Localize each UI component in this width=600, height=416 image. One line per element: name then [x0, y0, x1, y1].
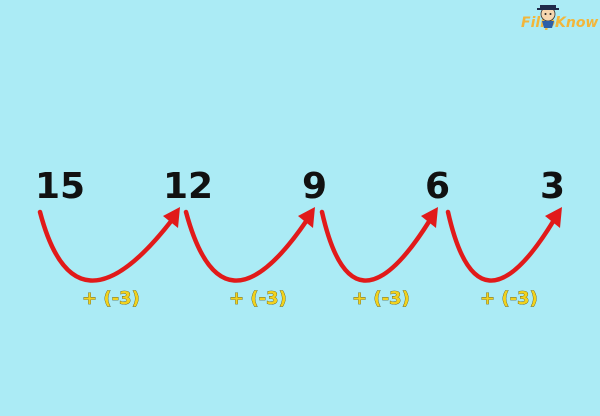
jump-arc-1 — [37, 207, 180, 283]
logo-text-right: Know — [555, 15, 598, 31]
step-labels: + (-3) + (-3) + (-3) + (-3) — [82, 288, 538, 310]
arrowhead-icon — [298, 207, 315, 228]
arrowhead-icon — [545, 207, 562, 228]
filipiknow-logo: Filipi Know — [521, 5, 598, 31]
arrowhead-icon — [163, 207, 180, 228]
step-label: + (-3) — [480, 288, 538, 309]
arrowhead-icon — [421, 207, 438, 228]
jump-arcs — [37, 207, 562, 283]
sequence-number: 3 — [540, 166, 565, 207]
sequence-numbers: 15 12 9 6 3 — [35, 166, 565, 207]
student-mascot-icon — [537, 5, 559, 28]
sequence-number: 9 — [302, 166, 327, 207]
step-label: + (-3) — [352, 288, 410, 309]
sequence-number: 15 — [35, 166, 85, 207]
sequence-number: 12 — [163, 166, 213, 207]
jump-arc-3 — [319, 207, 438, 283]
sequence-number: 6 — [425, 166, 450, 207]
step-label: + (-3) — [229, 288, 287, 309]
step-label: + (-3) — [82, 288, 140, 309]
jump-arc-2 — [183, 207, 315, 283]
jump-arc-4 — [445, 207, 562, 283]
